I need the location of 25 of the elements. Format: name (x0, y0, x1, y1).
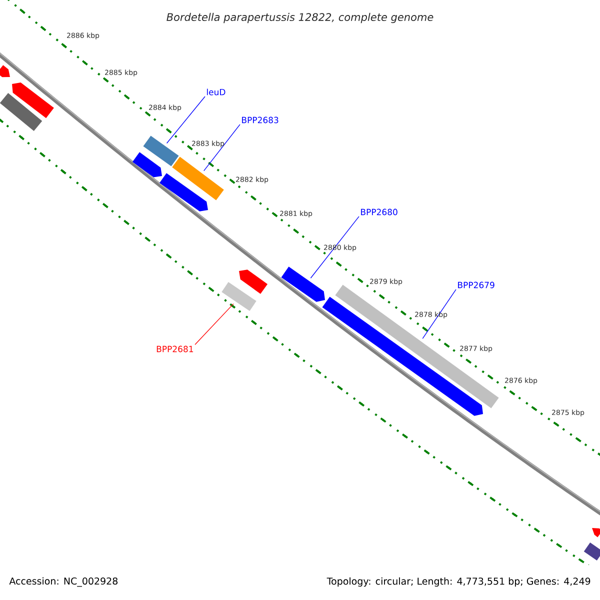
leader-line (194, 303, 234, 345)
gene-label: BPP2683 (242, 116, 278, 124)
gene-bar (281, 266, 325, 302)
gene-label: BPP2679 (458, 282, 494, 288)
gene-bar (239, 270, 268, 294)
gene-label: BPP2680 (361, 208, 398, 216)
gene-bar (584, 542, 600, 561)
leader-line (166, 96, 206, 144)
gene-bar (160, 173, 208, 212)
gene-label: BPP2681 (156, 346, 194, 352)
gene-bar (0, 92, 42, 132)
leader-line (204, 124, 240, 172)
leader-line (310, 216, 360, 278)
gene-bar (12, 82, 54, 118)
gene-bar (0, 65, 10, 78)
gene-bar (592, 528, 600, 538)
gene-label: leuD (207, 88, 226, 96)
gene-bar (222, 282, 256, 311)
gene-bar (143, 136, 179, 166)
gene-bar (172, 156, 224, 200)
leader-line (422, 289, 456, 339)
genome-stats-text: Topology: circular; Length: 4,773,551 bp; Genes: 4,249 (326, 577, 590, 587)
gene-bar (132, 152, 162, 178)
accession-text: Accession: NC_002928 (9, 577, 118, 587)
title: Bordetella parapertussis 12822, complete genome (166, 12, 434, 24)
